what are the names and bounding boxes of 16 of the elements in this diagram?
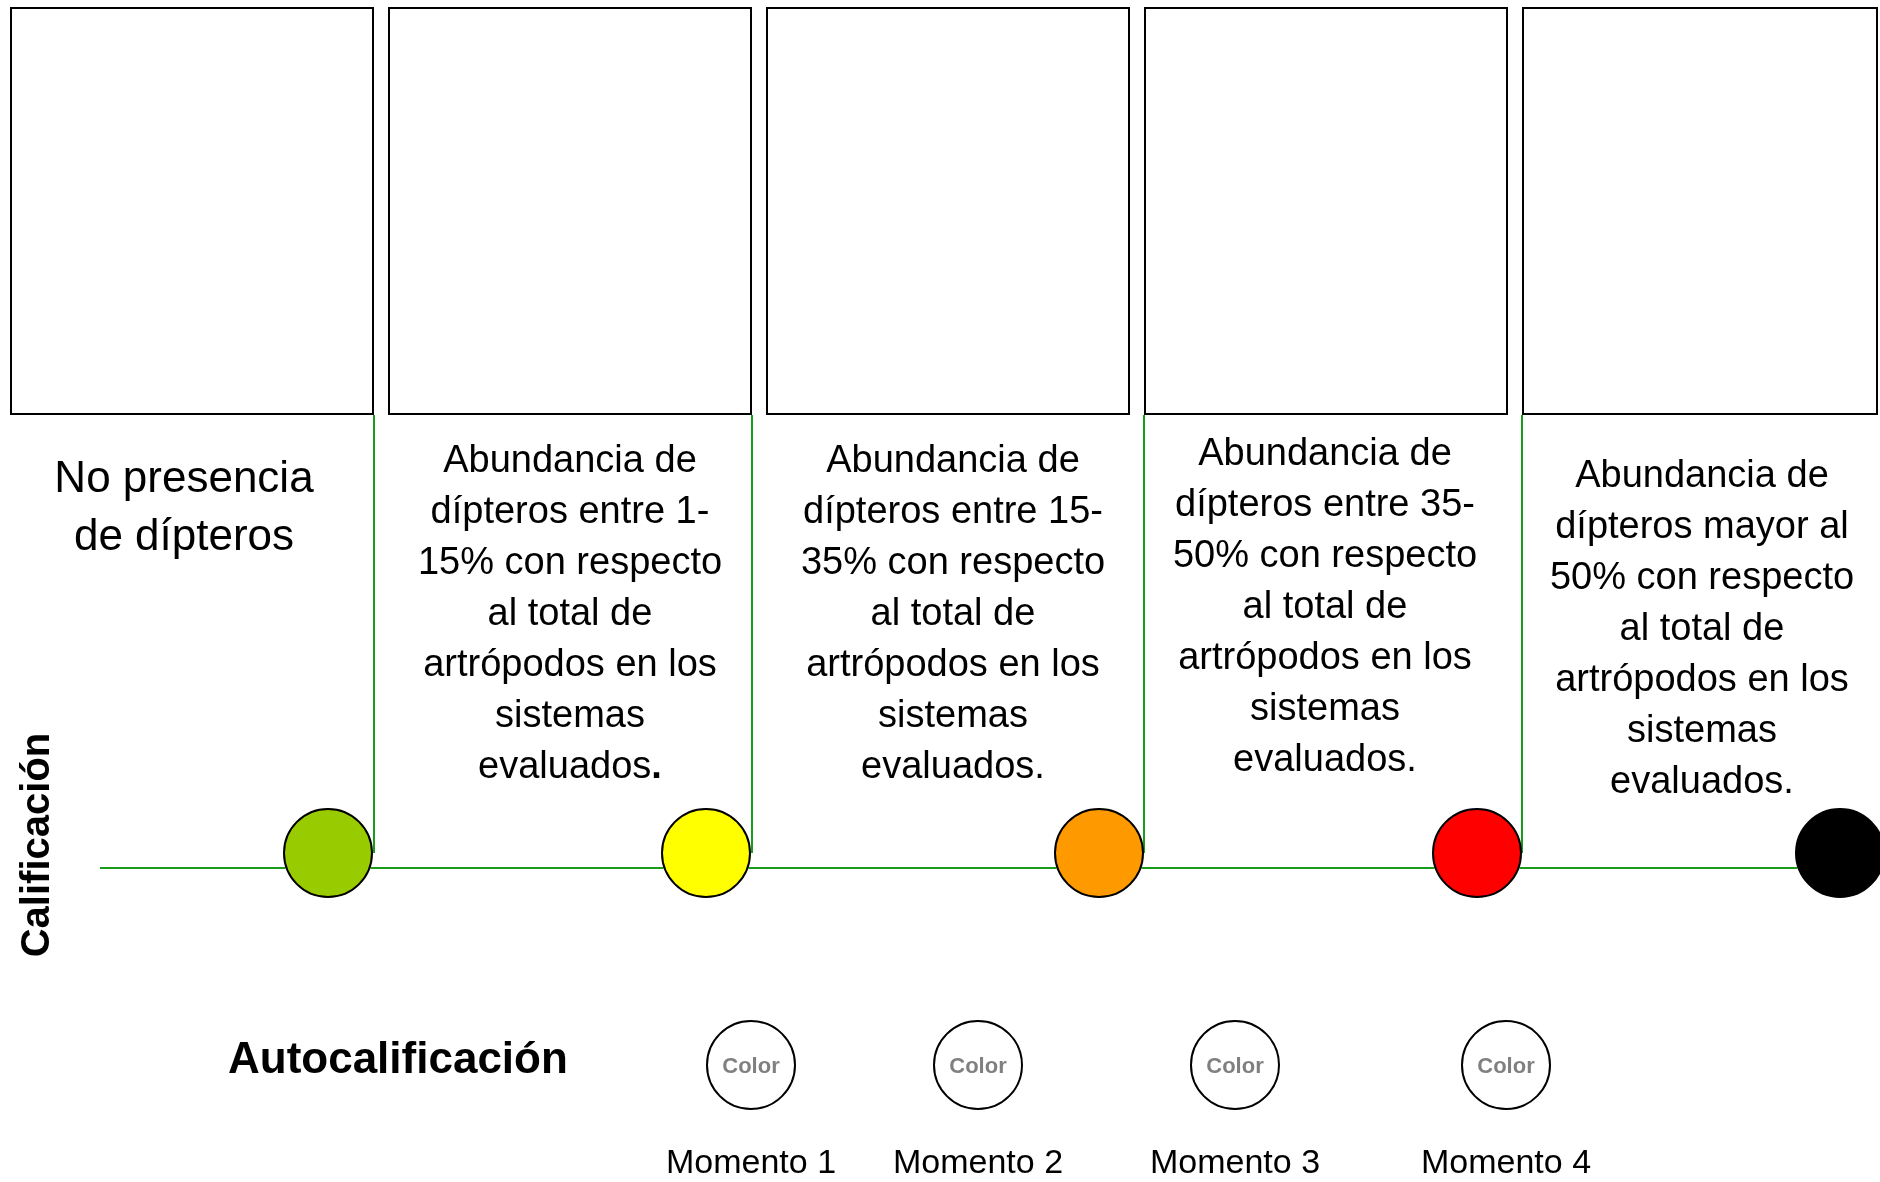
row-title: Autocalificación [228,1036,568,1080]
moment-label: Momento 3 [1148,1144,1322,1178]
picture-frame [766,7,1130,415]
picture-frame [1144,7,1508,415]
description-text: Abundancia de dípteros mayor al 50% con respecto al total de artrópodos en los sistemas evaluados. [1548,452,1856,803]
moment-label: Momento 2 [891,1144,1065,1178]
description-text: Abundancia de dípteros entre 15-35% con respecto al total de artrópodos en los sistemas evaluados. [799,437,1107,788]
picture-frame [1522,7,1878,415]
moment-label: Momento 4 [1419,1144,1593,1178]
axis-title: Calificación [15,731,55,960]
description-text: Abundancia de dípteros entre 1-15% con respecto al total de artrópodos en los sistemas evaluados. [416,437,724,788]
picture-frame [10,7,374,415]
description-text: Abundancia de dípteros entre 35- 50% con respecto al total de artrópodos en los sistemas evaluados. [1171,430,1479,781]
moment-label: Momento 1 [664,1144,838,1178]
picture-frame [388,7,752,415]
description-text: No presencia de dípteros [53,451,315,561]
